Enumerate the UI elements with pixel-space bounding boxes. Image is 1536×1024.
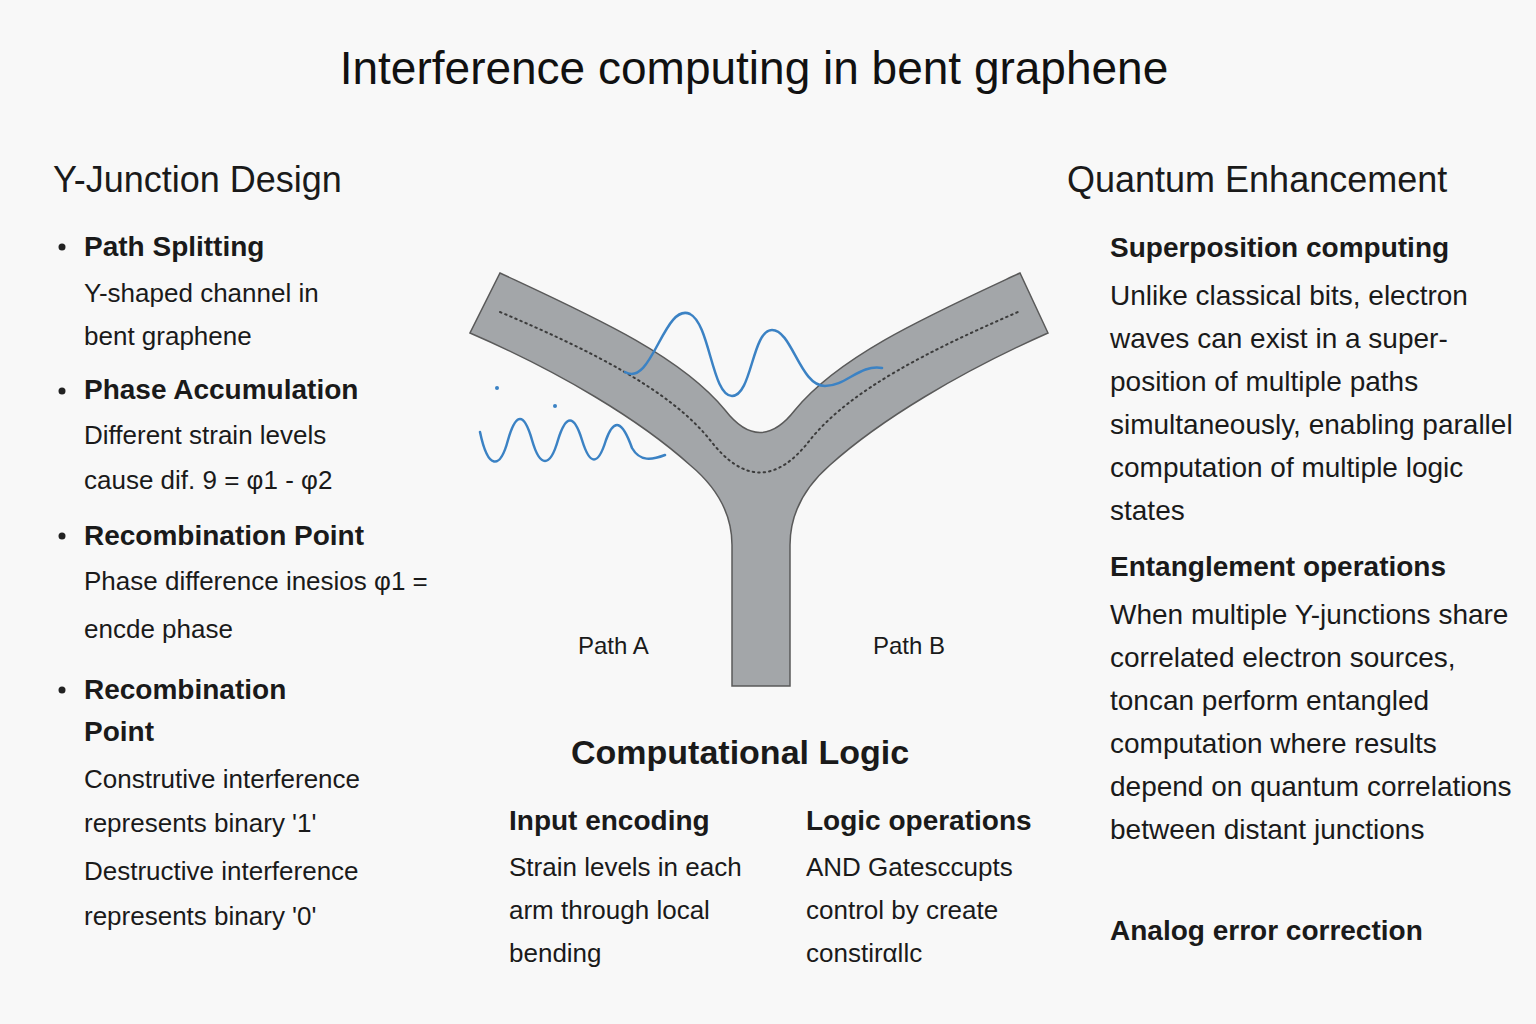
item-heading: Phase Accumulation [84, 373, 358, 407]
item-heading: Superposition computing [1110, 231, 1449, 265]
section-heading: Computational Logic [571, 732, 909, 773]
y-junction-channel [470, 273, 1048, 686]
item-text: Y-shaped channel in bent graphene [84, 272, 324, 358]
wave-dot [553, 404, 557, 408]
item-text: Construtive interference represents bina… [84, 757, 414, 845]
section-heading: Quantum Enhancement [1067, 158, 1447, 201]
item-heading: Logic operations [806, 804, 1032, 838]
path-label: Path A [578, 631, 649, 660]
item-text: When multiple Y-junctions share correlat… [1110, 593, 1524, 851]
item-text: Destructive interference represents bina… [84, 849, 414, 939]
bullet-dot [59, 687, 66, 694]
item-heading: Analog error correction [1110, 914, 1423, 948]
item-heading: Recombination Point [84, 519, 364, 553]
bullet-dot [59, 533, 66, 540]
wave-dot [495, 386, 499, 390]
bullets [59, 244, 66, 694]
item-text: Different strain levels cause dif. 9 = φ… [84, 413, 384, 503]
bullet-dot [59, 388, 66, 395]
item-heading: Entanglement operations [1110, 550, 1446, 584]
path-label: Path B [873, 631, 945, 660]
item-text: Strain levels in each arm through local … [509, 846, 771, 975]
incoming-wave [480, 419, 665, 462]
split-wave [625, 313, 882, 396]
item-text: Phase difference inesios φ1 = encde phas… [84, 557, 429, 653]
bullet-dot [59, 244, 66, 251]
item-text: Unlike classical bits, electron waves ca… [1110, 274, 1515, 532]
item-heading: Recombination Point [84, 669, 324, 753]
diagram-title: Interference computing in bent graphene [0, 40, 1508, 96]
item-text: AND Gatesccupts control by create consti… [806, 846, 1061, 975]
section-heading: Y-Junction Design [53, 158, 342, 201]
electron-path-dots [500, 312, 1018, 473]
item-heading: Path Splitting [84, 230, 264, 264]
item-heading: Input encoding [509, 804, 710, 838]
